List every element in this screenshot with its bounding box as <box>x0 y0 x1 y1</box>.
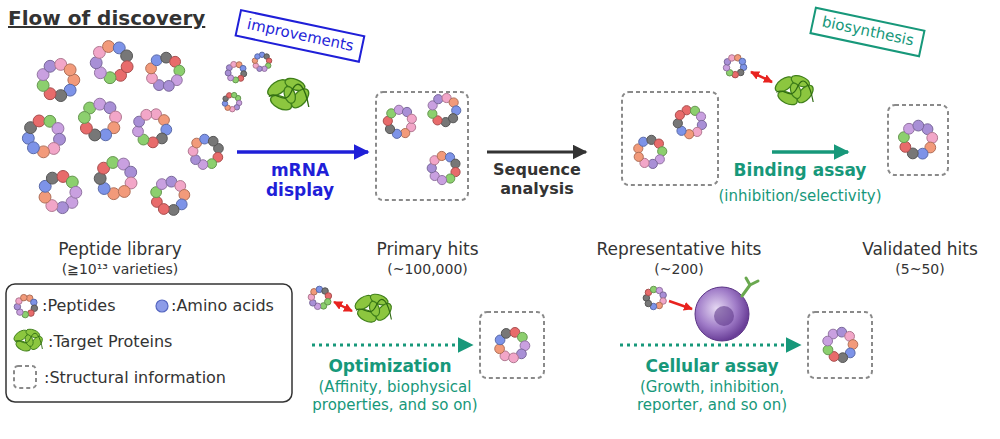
structure-box <box>480 312 544 378</box>
step-tag: improvements <box>234 9 365 63</box>
peptide-ring <box>643 286 666 309</box>
cell <box>695 278 758 341</box>
peptide-ring <box>14 294 37 317</box>
peptide-ring <box>673 106 706 139</box>
peptide-ring <box>151 176 190 215</box>
flow-arrow <box>237 150 368 154</box>
peptide-ring <box>146 52 185 91</box>
edge-label: mRNA display <box>240 160 360 201</box>
legend-structure-swatch <box>14 366 36 388</box>
stage-node: Representative hits(~200) <box>588 88 770 280</box>
stage-node: Peptide library(≧10¹³ varieties) <box>5 40 235 280</box>
peptide-ring <box>308 286 331 309</box>
dotted-arrow <box>312 344 472 347</box>
peptide-ring <box>495 328 530 363</box>
step-note: (Affinity, biophysical properties, and s… <box>280 378 510 414</box>
binding-arrow <box>334 302 352 311</box>
legend-protein-swatch <box>12 328 45 354</box>
peptide-ring <box>225 61 247 82</box>
step-label: Cellular assay <box>612 356 812 376</box>
peptide-ring <box>22 115 65 158</box>
peptide-ring <box>39 171 82 214</box>
binding-arrow <box>751 72 772 82</box>
peptide-ring <box>188 134 223 169</box>
stage-count: (~200) <box>654 260 703 278</box>
stage-count: (5~50) <box>895 260 944 278</box>
peptide-ring <box>634 135 667 168</box>
peptide-ring <box>898 120 937 159</box>
structure-box <box>376 92 468 200</box>
legend-entry: :Amino acids <box>171 296 274 315</box>
legend-entry: :Peptides <box>42 296 116 315</box>
legend-entry: :Target Proteins <box>48 332 172 351</box>
structure-box <box>888 105 948 175</box>
peptide-ring <box>78 98 121 141</box>
target-protein <box>353 292 395 325</box>
stage-name: Peptide library <box>58 238 182 260</box>
flow-arrow <box>772 150 848 154</box>
structure-box <box>622 92 718 185</box>
structure-box <box>808 312 872 378</box>
stage-name: Validated hits <box>862 238 978 260</box>
legend-amino-acid-swatch <box>156 300 168 312</box>
tag-text: improvements <box>245 15 355 57</box>
stage-name: Primary hits <box>376 238 478 260</box>
stage-name: Representative hits <box>597 238 762 260</box>
edge-label: Binding assay <box>717 160 883 180</box>
peptide-rings <box>14 41 937 363</box>
peptide-ring <box>222 92 242 111</box>
peptide-ring <box>94 157 137 200</box>
peptide-ring <box>823 327 858 362</box>
dotted-arrow <box>620 344 800 347</box>
step-label: Optimization <box>290 356 490 376</box>
diagram-title: Flow of discovery <box>8 6 205 30</box>
edge-label: Sequence analysis <box>487 160 587 198</box>
peptide-ring <box>37 58 80 101</box>
legend-frame <box>6 284 292 402</box>
peptide-ring <box>427 151 460 184</box>
flow-arrow <box>487 151 586 154</box>
legend-entry: :Structural information <box>44 368 226 387</box>
stage-count: (≧10¹³ varieties) <box>62 260 179 278</box>
stage-node: Primary hits(~100,000) <box>370 88 485 280</box>
peptide-ring <box>383 105 416 138</box>
stage-count: (~100,000) <box>387 260 468 278</box>
peptide-ring <box>133 109 172 148</box>
peptide-ring <box>90 41 133 84</box>
step-tag: biosynthesis <box>810 7 927 57</box>
step-note: (Growth, inhibition, reporter, and so on… <box>617 378 807 414</box>
step-note: (inhibition/selectivity) <box>685 187 915 205</box>
binding-arrow <box>669 301 692 309</box>
stage-node: Validated hits(5~50) <box>850 88 990 280</box>
peptide-ring <box>428 93 461 126</box>
peptide-ring <box>723 55 746 78</box>
target-protein <box>773 73 817 107</box>
peptide-ring <box>252 52 272 71</box>
tag-text: biosynthesis <box>820 13 915 52</box>
target-protein <box>265 76 312 113</box>
